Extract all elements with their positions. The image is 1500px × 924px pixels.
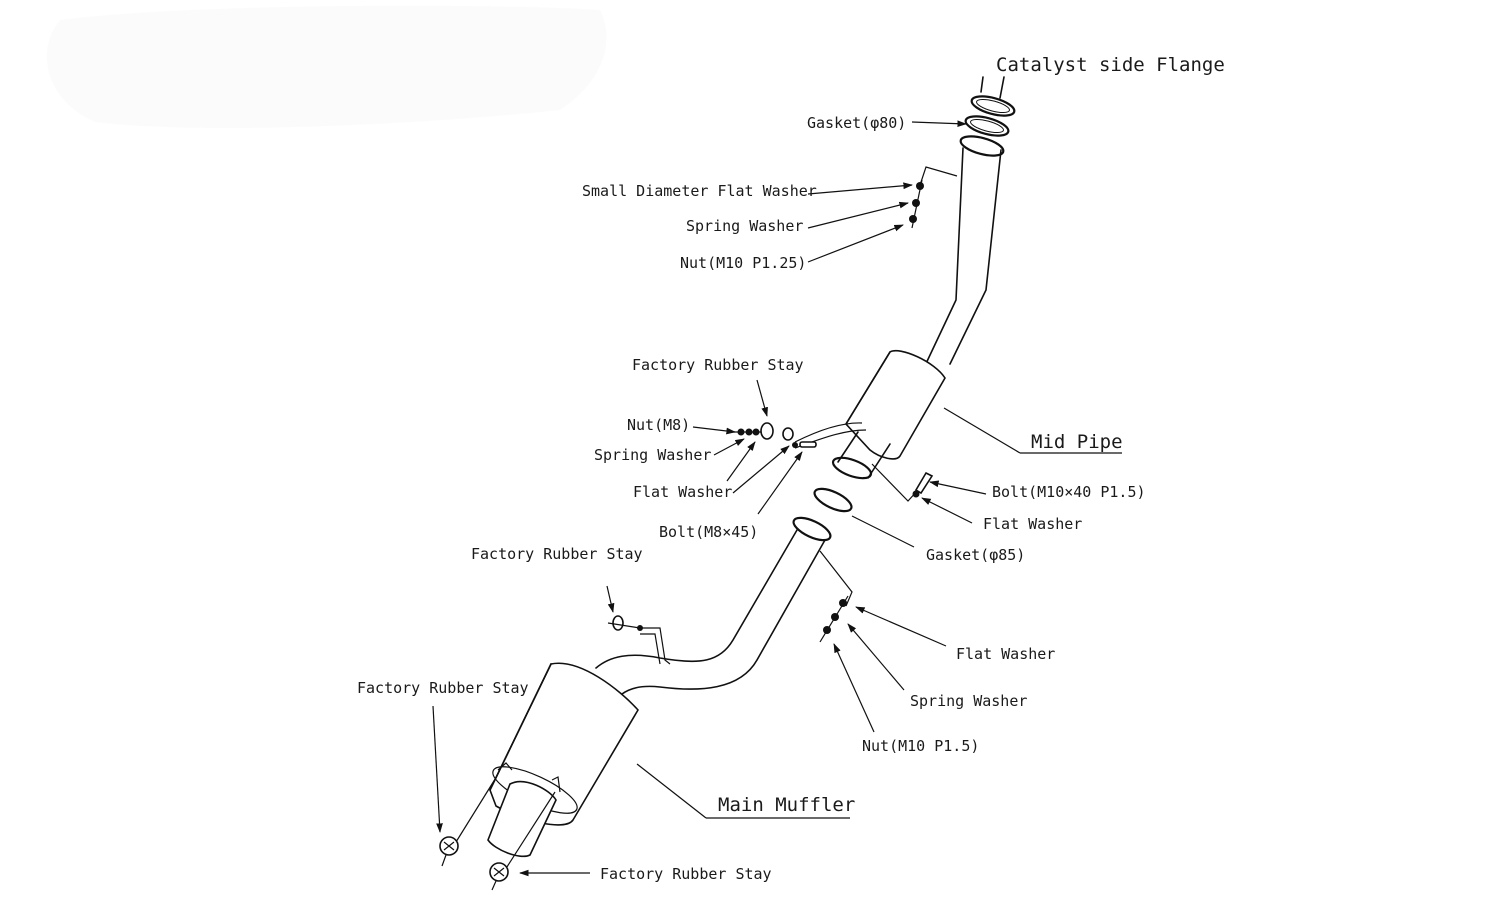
- main-muffler-part: [455, 662, 639, 871]
- label-flat-washer-lower: Flat Washer: [956, 645, 1055, 663]
- rubber-stay-bottom-parts: [439, 836, 509, 891]
- label-factory-rubber-stay-muffler: Factory Rubber Stay: [357, 679, 529, 697]
- leader-lines: [432, 120, 1122, 877]
- mid-stay-hardware: [730, 422, 817, 448]
- label-factory-rubber-stay-left: Factory Rubber Stay: [471, 545, 643, 563]
- top-hardware-stack: [909, 179, 924, 229]
- label-mid-pipe: Mid Pipe: [1031, 431, 1123, 453]
- label-small-diameter-flat-washer: Small Diameter Flat Washer: [582, 182, 817, 200]
- rubber-stay-left-part: [607, 615, 643, 631]
- label-factory-rubber-stay-mid: Factory Rubber Stay: [632, 356, 804, 374]
- label-gasket-phi80: Gasket(φ80): [807, 114, 906, 132]
- label-factory-rubber-stay-bottom: Factory Rubber Stay: [600, 865, 772, 883]
- label-gasket-phi85: Gasket(φ85): [926, 546, 1025, 564]
- label-bolt-m10x40: Bolt(M10×40 P1.5): [992, 483, 1146, 501]
- label-nut-m8: Nut(M8): [627, 416, 690, 434]
- label-nut-m10-p15: Nut(M10 P1.5): [862, 737, 979, 755]
- label-catalyst-side-flange: Catalyst side Flange: [996, 54, 1225, 76]
- lower-hardware-stack: [819, 595, 849, 643]
- background-smudge: [46, 5, 607, 129]
- gasket-phi85-part: [813, 487, 853, 513]
- tail-pipe-part: [595, 516, 853, 695]
- label-flat-washer-mid: Flat Washer: [633, 483, 732, 501]
- label-nut-m10-p125: Nut(M10 P1.25): [680, 254, 806, 272]
- label-spring-washer-top: Spring Washer: [686, 217, 803, 235]
- label-spring-washer-lower: Spring Washer: [910, 692, 1027, 710]
- front-pipe: [919, 76, 1005, 373]
- gasket-phi80-part: [959, 95, 1016, 157]
- label-spring-washer-mid: Spring Washer: [594, 446, 711, 464]
- label-main-muffler: Main Muffler: [718, 794, 855, 816]
- label-bolt-m8x45: Bolt(M8×45): [659, 523, 758, 541]
- label-flat-washer-right: Flat Washer: [983, 515, 1082, 533]
- bolt-m10-part: [912, 471, 934, 498]
